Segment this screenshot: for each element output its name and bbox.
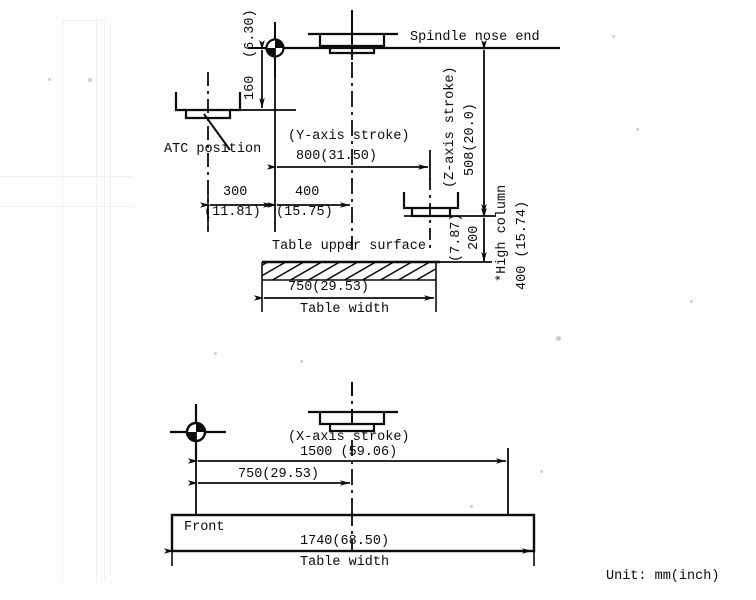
scan-speck bbox=[636, 128, 639, 131]
dimension-300-label: 300 bbox=[223, 185, 248, 200]
high-column-value: 400 (15.74) bbox=[515, 200, 530, 290]
scan-speck bbox=[88, 78, 92, 82]
scan-speck bbox=[48, 78, 51, 81]
scan-speck bbox=[540, 470, 543, 473]
construction-lines-bottom bbox=[195, 432, 509, 516]
scan-artifact-line bbox=[62, 20, 63, 580]
dimension-160-label: 160 bbox=[243, 75, 258, 100]
scan-speck bbox=[556, 336, 561, 341]
scan-speck bbox=[690, 300, 693, 303]
front-label: Front bbox=[184, 520, 225, 535]
dimension-200 bbox=[440, 208, 492, 263]
high-column-note: *High column bbox=[495, 184, 510, 282]
scan-artifact-line bbox=[96, 18, 97, 583]
scan-speck bbox=[300, 360, 303, 363]
dimension-200-inch-label: (7.87) bbox=[449, 213, 464, 262]
x-axis-stroke-value: 1500 (59.06) bbox=[300, 445, 398, 460]
dimension-300-inch-label: (11.81) bbox=[204, 205, 261, 220]
table-width-value-bottom: 1740(68.50) bbox=[300, 534, 390, 549]
table-upper-surface-label: Table upper surface bbox=[272, 239, 426, 254]
origin-datum-symbol-bottom bbox=[170, 404, 226, 462]
unit-note: Unit: mm(inch) bbox=[606, 569, 720, 584]
spindle-symbol bbox=[308, 10, 398, 60]
atc-position-symbol bbox=[174, 92, 296, 151]
scan-artifact-line bbox=[104, 22, 105, 580]
dimension-300 bbox=[200, 190, 273, 232]
spindle-symbol-right bbox=[402, 192, 496, 218]
scan-artifact-line bbox=[0, 206, 132, 207]
spindle-nose-end-label: Spindle nose end bbox=[410, 30, 540, 45]
dimension-400-inch-label: (15.75) bbox=[276, 205, 333, 220]
dimension-160-inch-label: (6.30) bbox=[243, 9, 258, 58]
atc-position-label: ATC position bbox=[164, 142, 262, 157]
z-axis-stroke-value: 508(20.0) bbox=[463, 103, 478, 176]
z-axis-stroke-title: (Z-axis stroke) bbox=[443, 66, 458, 188]
y-axis-stroke-title: (Y-axis stroke) bbox=[288, 129, 410, 144]
scan-artifact-line bbox=[62, 20, 106, 21]
half-travel-750-value: 750(29.53) bbox=[238, 467, 320, 482]
scan-speck bbox=[470, 505, 473, 508]
scan-artifact-line bbox=[0, 176, 132, 177]
table-width-label-bottom: Table width bbox=[300, 555, 390, 570]
dimension-y-stroke-800 bbox=[267, 150, 431, 180]
dimension-200-label: 200 bbox=[467, 225, 482, 250]
scan-speck bbox=[612, 35, 615, 38]
y-axis-stroke-value: 800(31.50) bbox=[296, 149, 378, 164]
dimension-400-label: 400 bbox=[295, 185, 320, 200]
table-upper-surface-hatched bbox=[261, 260, 440, 312]
scan-speck bbox=[214, 352, 217, 355]
x-axis-stroke-title: (X-axis stroke) bbox=[288, 430, 410, 445]
table-width-label-top: Table width bbox=[300, 302, 390, 317]
table-width-value-top: 750(29.53) bbox=[288, 280, 370, 295]
spindle-symbol-bottom bbox=[308, 382, 398, 433]
scan-artifact-line bbox=[110, 24, 111, 576]
